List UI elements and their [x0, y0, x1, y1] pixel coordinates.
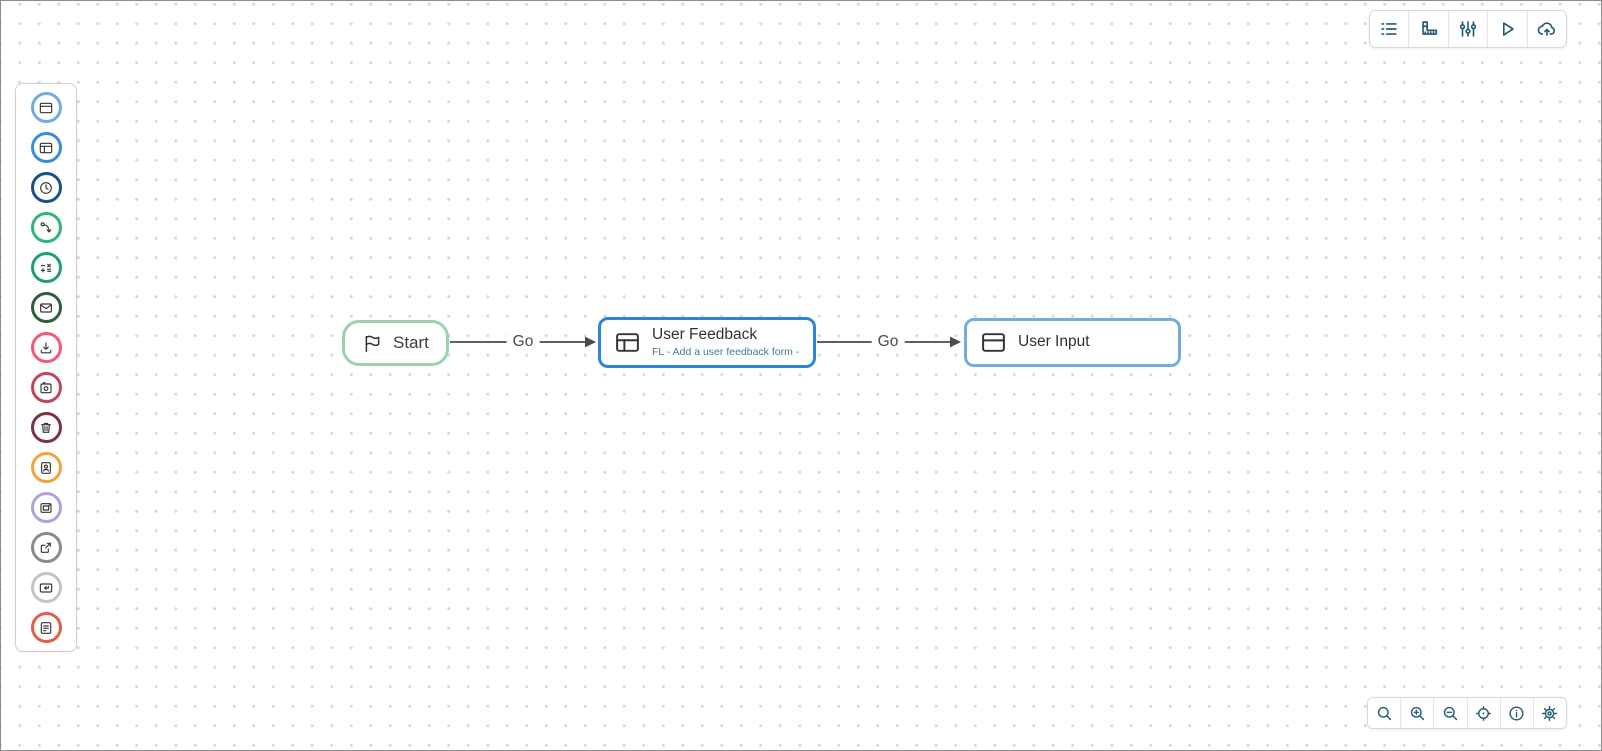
window-icon: [982, 333, 1005, 352]
math-icon: [40, 263, 52, 273]
layout-icon: [39, 142, 53, 153]
palette-item-window[interactable]: [30, 92, 62, 123]
node-start-label: Start: [393, 333, 429, 352]
ruler-button[interactable]: [1408, 11, 1448, 47]
sliders-icon: [1459, 21, 1477, 37]
edge-arrowhead: [950, 336, 961, 348]
ruler-icon: [1421, 21, 1437, 35]
node-user-feedback[interactable]: User Feedback FL - Add a user feedback f…: [598, 317, 816, 368]
list-icon: [1381, 23, 1397, 35]
mail-icon: [40, 302, 52, 313]
search-icon: [1377, 706, 1391, 720]
download-icon: [40, 341, 52, 353]
palette-item-enter-key[interactable]: [30, 572, 62, 603]
play-icon: [1503, 22, 1515, 36]
window-icon: [39, 102, 53, 113]
node-palette: [15, 83, 77, 652]
external-link-icon: [40, 542, 51, 553]
node-user-feedback-title: User Feedback: [652, 326, 758, 344]
deploy-button[interactable]: [1526, 11, 1566, 47]
fit-view-icon: [1476, 705, 1492, 721]
enter-key-icon: [39, 582, 53, 593]
trash-icon: [41, 422, 51, 433]
capture-icon: [40, 381, 52, 393]
sliders-button[interactable]: [1447, 11, 1488, 47]
node-user-feedback-subtitle: FL - Add a user feedback form -: [652, 346, 800, 358]
cloud-upload-icon: [1537, 22, 1555, 36]
run-button[interactable]: [1487, 11, 1527, 47]
layout-icon: [616, 333, 639, 352]
palette-item-layers[interactable]: [30, 492, 62, 523]
top-toolbar: [1369, 10, 1567, 48]
edge-label-go-1[interactable]: Go: [506, 332, 540, 352]
node-user-input-title: User Input: [1018, 333, 1090, 351]
bottom-toolbar: [1367, 697, 1567, 729]
palette-item-id-card[interactable]: [30, 452, 62, 483]
palette-item-capture[interactable]: [30, 372, 62, 403]
node-text: User Feedback FL - Add a user feedback f…: [652, 326, 799, 358]
layers-icon: [40, 502, 52, 513]
note-icon: [40, 621, 52, 634]
node-start[interactable]: Start: [342, 320, 449, 366]
palette-item-trash[interactable]: [30, 412, 62, 443]
flag-icon: [365, 335, 380, 352]
clock-icon: [40, 181, 52, 194]
node-user-input[interactable]: User Input: [964, 318, 1181, 367]
fit-view-button[interactable]: [1466, 698, 1500, 728]
palette-item-download[interactable]: [30, 332, 62, 363]
palette-item-clock[interactable]: [30, 172, 62, 203]
zoom-in-button[interactable]: [1400, 698, 1434, 728]
id-card-icon: [41, 461, 51, 474]
edge-label-go-2[interactable]: Go: [871, 332, 905, 352]
search-button[interactable]: [1368, 698, 1401, 728]
palette-item-note[interactable]: [30, 612, 62, 643]
palette-item-layout[interactable]: [30, 132, 62, 163]
info-icon: [1509, 705, 1524, 721]
gear-icon: [1542, 705, 1558, 721]
palette-item-math[interactable]: [30, 252, 62, 283]
palette-item-mail[interactable]: [30, 292, 62, 323]
path-icon: [40, 221, 52, 233]
palette-item-path[interactable]: [30, 212, 62, 243]
edge-arrowhead: [585, 336, 596, 348]
zoom-in-icon: [1410, 706, 1424, 720]
settings-button[interactable]: [1532, 698, 1566, 728]
zoom-out-icon: [1443, 706, 1458, 720]
palette-item-external-link[interactable]: [30, 532, 62, 563]
list-button[interactable]: [1370, 11, 1409, 47]
info-button[interactable]: [1499, 698, 1533, 728]
zoom-out-button[interactable]: [1433, 698, 1467, 728]
